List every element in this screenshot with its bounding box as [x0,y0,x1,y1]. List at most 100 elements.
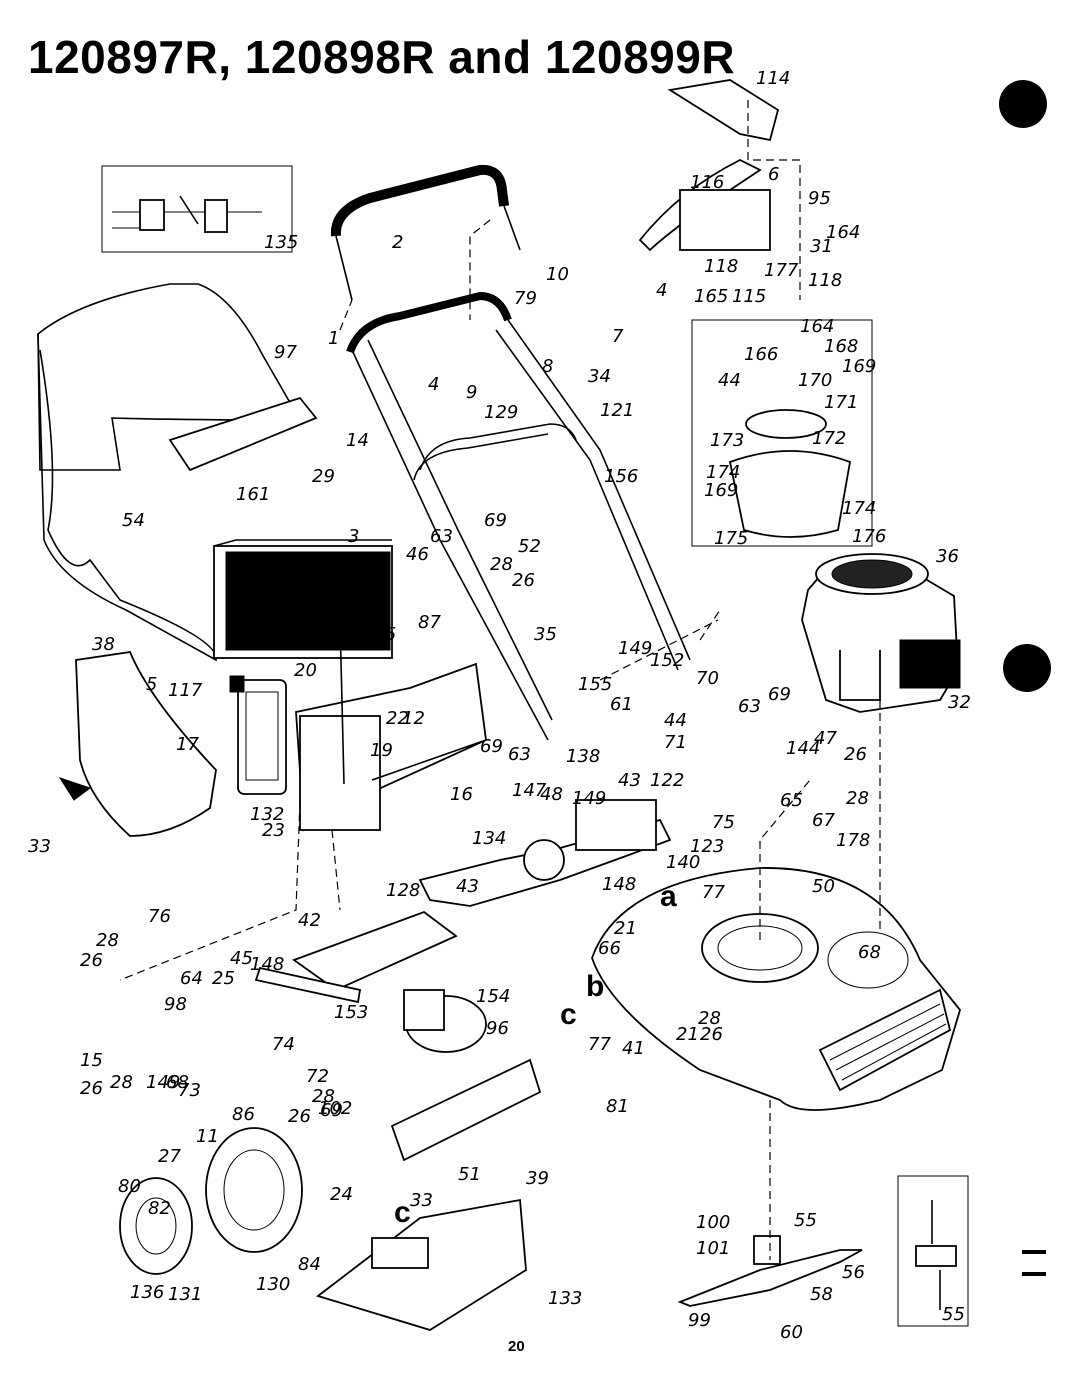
part-label: 1 [328,328,339,349]
index-tab-lower [1022,1272,1046,1276]
part-label: 174 [706,462,740,483]
part-label: 5 [146,674,157,695]
part-label: 96 [486,1018,509,1039]
part-label: 60 [780,1322,803,1343]
part-label: 15 [80,1050,103,1071]
section-marker-dot-middle [1003,644,1051,692]
part-label: 10 [546,264,569,285]
part-label: 6 [768,164,779,185]
part-label: 25 [212,968,235,989]
part-label: 4 [428,374,439,395]
part-label: 63 [508,744,531,765]
part-label: 44 [718,370,741,391]
part-label: 77 [588,1034,611,1055]
part-label: 154 [476,986,510,1007]
part-label: 19 [370,740,393,761]
section-letter-c-lower: c [394,1196,411,1229]
part-label: 24 [330,1184,353,1205]
part-label: 178 [836,830,870,851]
part-label: 136 [130,1282,164,1303]
part-label: 68 [858,942,881,963]
part-label: 123 [690,836,724,857]
part-label: 164 [800,316,834,337]
wheel-assembly [119,1127,303,1275]
rear-door-42 [254,910,458,1004]
part-label: 7 [612,326,624,347]
part-label: 177 [764,260,799,281]
part-label: 133 [548,1288,582,1309]
slide-plate-39 [390,1058,542,1162]
part-label: 98 [164,994,187,1015]
part-label: 118 [808,270,842,291]
part-label: 99 [688,1310,711,1331]
part-label: 172 [812,428,846,449]
part-label: 4 [656,280,667,301]
part-label: 20 [294,660,317,681]
part-label: 87 [418,612,441,633]
part-label: 2 [392,232,403,253]
part-label: 147 [512,780,547,801]
part-label: 8 [542,356,553,377]
part-label: 43 [456,876,479,897]
part-label: 170 [798,370,832,391]
part-label: 76 [148,906,171,927]
part-label: 21 [614,918,637,939]
part-label: 148 [250,954,284,975]
part-label: 131 [168,1284,202,1305]
part-label: 14 [346,430,369,451]
part-label: 138 [566,746,600,767]
part-label: 144 [786,738,820,759]
part-label: 135 [264,232,298,253]
part-label: 149 [146,1072,180,1093]
part-label: 29 [312,466,335,487]
part-label: 47 [814,728,837,749]
part-label: 122 [650,770,684,791]
part-label: 168 [824,336,858,357]
inset-box-55 [897,1175,969,1327]
part-label: 66 [598,938,621,959]
part-label: 42 [298,910,321,931]
part-label: 75 [712,812,735,833]
part-label: 28 [846,788,869,809]
index-tab-upper [1022,1250,1046,1254]
part-label: 69 [484,510,507,531]
part-label: 26 [512,570,535,591]
part-label: 169 [842,356,876,377]
part-label: 130 [256,1274,290,1295]
part-label: 86 [232,1104,255,1125]
part-label: 17 [176,734,199,755]
inset-box-starter [691,319,873,547]
part-label: 48 [540,784,563,805]
part-label: 22 [386,708,409,729]
page-number: 20 [508,1338,525,1355]
rear-axle-assembly [418,799,672,907]
part-label: 129 [484,402,518,423]
assembly-dash-lines [119,100,881,1260]
part-label: 39 [526,1168,549,1189]
part-label: 9 [466,382,477,403]
section-letter-a: a [660,880,677,913]
inset-box-135 [101,165,293,253]
part-label: 33 [28,836,51,857]
part-label: 165 [694,286,728,307]
part-label: 23 [262,820,285,841]
part-label: 100 [696,1212,730,1233]
section-marker-dot-top [999,80,1047,128]
upper-handle [330,164,521,301]
part-label: 121 [600,400,634,421]
part-label: 26 [288,1106,311,1127]
part-label: 63 [738,696,761,717]
part-label: 16 [450,784,473,805]
part-label: 74 [272,1034,295,1055]
part-label: 28 [312,1086,335,1107]
part-label: 46 [406,544,429,565]
grass-catcher-bag [37,283,393,662]
part-label: 67 [812,810,835,831]
mower-deck [591,867,961,1111]
part-label: 28 [110,1072,133,1093]
part-label: 27 [158,1146,181,1167]
part-label: 115 [732,286,766,307]
part-label: 102 [318,1098,352,1119]
part-label: 28 [96,930,119,951]
